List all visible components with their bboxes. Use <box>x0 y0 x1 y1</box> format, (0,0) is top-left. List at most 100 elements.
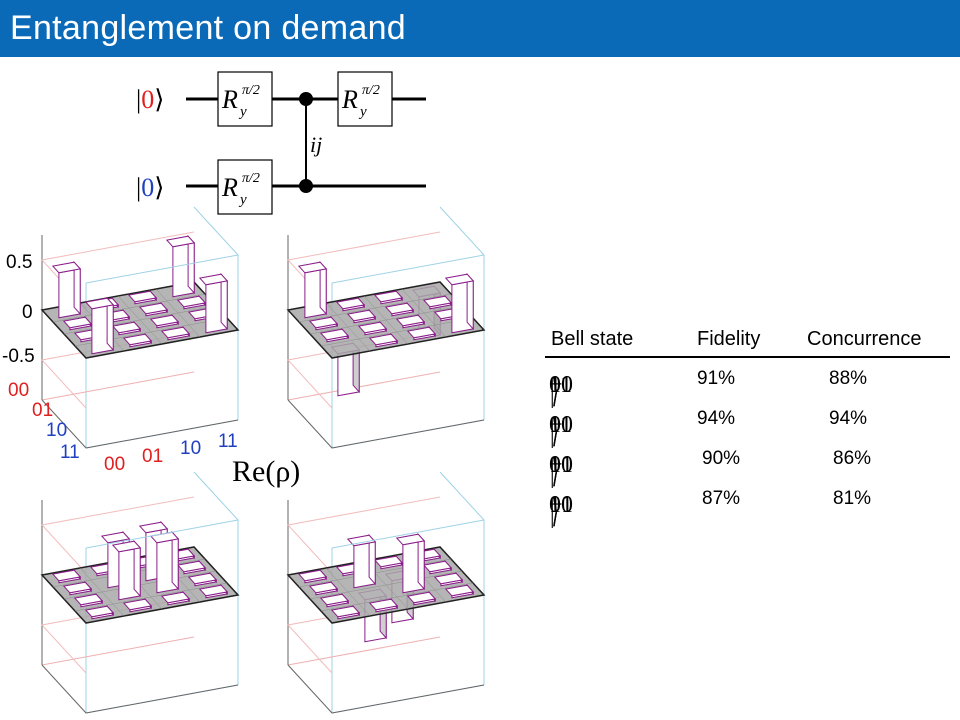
col-axis <box>85 419 239 449</box>
gridline <box>41 496 195 574</box>
matrix-bar <box>198 272 229 334</box>
row-axis <box>41 664 87 714</box>
col-axis <box>331 419 485 449</box>
matrix-bar <box>160 590 191 606</box>
row-axis <box>41 399 87 449</box>
header-fidelity: Fidelity <box>697 328 761 350</box>
matrix-bar <box>395 313 426 329</box>
matrix-bar <box>406 590 437 606</box>
gate-sup-2: π/2 <box>242 171 260 186</box>
matrix-bar <box>111 539 142 601</box>
page-title: Entanglement on demand <box>10 9 406 47</box>
col-axis <box>331 684 485 714</box>
matrix-bar <box>395 532 426 594</box>
col-label-00: 00 <box>104 454 125 475</box>
gridline <box>287 496 441 574</box>
row-label-00: 00 <box>8 380 29 401</box>
concurrence-value: 88% <box>829 368 868 389</box>
ket-b: 10 <box>549 452 573 478</box>
fidelity-value: 91% <box>697 368 736 389</box>
matrix-bar <box>297 260 328 319</box>
col-label-01: 01 <box>142 446 163 467</box>
gate-sup-1: π/2 <box>242 83 260 98</box>
matrix-bar <box>138 301 169 317</box>
matrix-bar <box>297 568 328 584</box>
density-plot-2 <box>286 206 486 449</box>
matrix-bar <box>373 289 404 305</box>
input-ket-1: |0⟩ <box>136 85 164 114</box>
ket-a: 01 <box>549 452 573 478</box>
row-label-01: 01 <box>32 400 53 421</box>
matrix-bar <box>122 597 153 613</box>
table-row: |00⟩+|11⟩91%88% <box>549 368 868 409</box>
matrix-bar <box>165 234 196 298</box>
matrix-bar <box>308 580 339 596</box>
col-axis <box>85 684 239 714</box>
matrix-bar <box>73 592 104 608</box>
matrix-bar <box>187 571 218 587</box>
matrix-bar <box>444 583 475 599</box>
ket-b: 11 <box>549 372 573 398</box>
ket-a: 00 <box>549 412 573 438</box>
matrix-bar <box>84 604 115 620</box>
matrix-bar <box>308 315 339 331</box>
matrix-bar <box>384 301 415 317</box>
fidelity-value: 94% <box>697 408 736 429</box>
re-rho-caption: Re(ρ) <box>232 455 301 488</box>
z-tick-0-5: 0.5 <box>6 252 32 273</box>
matrix-bar <box>368 597 399 613</box>
density-plot-4 <box>286 471 486 714</box>
row-axis <box>287 664 333 714</box>
gate-sub-1: y <box>238 104 247 120</box>
matrix-bar <box>406 325 437 341</box>
gate-sub-2: y <box>238 192 247 208</box>
matrix-bar <box>62 315 93 331</box>
ket-op: + <box>549 452 563 478</box>
z-tick-neg-0-5: -0.5 <box>2 346 35 367</box>
matrix-bar <box>111 320 142 336</box>
matrix-bar <box>160 325 191 341</box>
fidelity-value: 90% <box>702 448 741 469</box>
header-bell-state: Bell state <box>551 328 634 350</box>
matrix-bar <box>422 294 453 310</box>
matrix-bar <box>335 296 366 312</box>
concurrence-value: 94% <box>829 408 868 429</box>
matrix-bar <box>373 554 404 570</box>
ket-b: 10 <box>549 492 573 518</box>
table-row: |01⟩+|10⟩90%86% <box>549 448 872 489</box>
matrix-bar <box>84 296 115 355</box>
coupling-label: ij <box>310 132 322 157</box>
matrix-bar <box>122 332 153 348</box>
matrix-bar <box>51 260 82 319</box>
matrix-bar <box>62 580 93 596</box>
input-ket-1-value: 0 <box>141 85 154 114</box>
input-ket-2-value: 0 <box>141 173 154 202</box>
matrix-bar <box>176 294 207 310</box>
row-axis <box>287 399 333 449</box>
matrix-bar <box>319 327 350 343</box>
plot-frame <box>41 371 195 401</box>
z-tick-0: 0 <box>22 302 33 323</box>
plot-frame <box>287 371 441 401</box>
quantum-circuit: |0⟩ |0⟩ R y π/2 R y π/2 R y π/2 ij <box>136 71 426 215</box>
density-matrix-plots: 0.5 0 -0.5 00 01 10 11 00 01 10 11 <box>2 206 486 714</box>
plot-frame <box>287 636 441 666</box>
gate-sup-3: π/2 <box>362 83 380 98</box>
gate-sub-3: y <box>358 104 367 120</box>
density-plot-1 <box>40 206 240 449</box>
title-bar: Entanglement on demand <box>0 0 960 57</box>
matrix-bar <box>51 568 82 584</box>
col-label-11: 11 <box>218 431 238 452</box>
matrix-bar <box>149 313 180 329</box>
plot-frame <box>41 636 195 666</box>
header-concurrence: Concurrence <box>807 328 922 350</box>
table-row: |00⟩−|11⟩94%94% <box>549 408 868 449</box>
ket-a: 01 <box>549 492 573 518</box>
matrix-bar <box>319 592 350 608</box>
matrix-bar <box>444 272 475 334</box>
matrix-bar <box>127 289 158 305</box>
input-ket-2: |0⟩ <box>136 173 164 202</box>
ket-op: − <box>549 412 563 438</box>
ry-gate-3 <box>337 71 393 127</box>
matrix-bar <box>198 583 229 599</box>
